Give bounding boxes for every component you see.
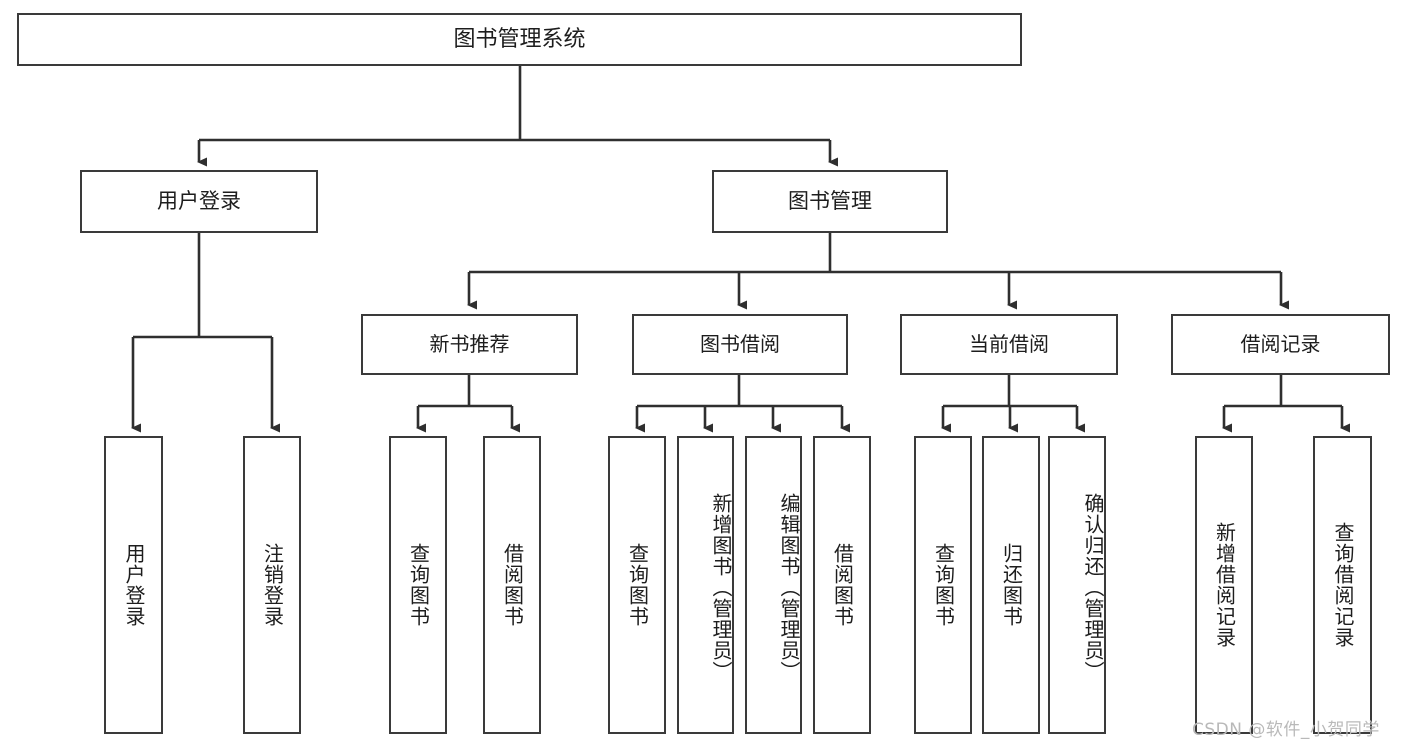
leaf-user-login-signout[interactable]: 注销登录 [243,436,301,734]
leaf-book-borrow-query[interactable]: 查询图书 [608,436,666,734]
node-book-management[interactable]: 图书管理 [712,170,948,233]
leaf-new-book-borrow[interactable]: 借阅图书 [483,436,541,734]
leaf-current-borrow-query[interactable]: 查询图书 [914,436,972,734]
leaf-label: 查询图书 [625,543,650,627]
leaf-current-borrow-return[interactable]: 归还图书 [982,436,1040,734]
node-borrow-record-label: 借阅记录 [1240,332,1321,356]
leaf-user-login-signin[interactable]: 用户登录 [104,436,163,734]
csdn-watermark: CSDN @软件_小贺同学 [1192,720,1380,740]
leaf-label: 用户登录 [122,543,146,627]
leaf-label: 新增图书（管理员） [709,492,733,682]
node-current-borrow[interactable]: 当前借阅 [900,314,1118,375]
node-user-login-label: 用户登录 [157,189,241,214]
node-book-borrow-label: 图书借阅 [700,332,780,356]
leaf-label: 新增借阅记录 [1212,522,1237,648]
leaf-label: 查询借阅记录 [1331,522,1355,648]
node-borrow-record[interactable]: 借阅记录 [1171,314,1390,375]
leaf-label: 归还图书 [999,543,1024,627]
leaf-label: 注销登录 [260,543,285,627]
leaf-new-book-query[interactable]: 查询图书 [389,436,447,734]
leaf-book-borrow-edit[interactable]: 编辑图书（管理员） [745,436,802,734]
leaf-borrow-record-query[interactable]: 查询借阅记录 [1313,436,1372,734]
node-current-borrow-label: 当前借阅 [969,332,1049,356]
node-new-book-recommend-label: 新书推荐 [429,332,510,356]
leaf-borrow-record-add[interactable]: 新增借阅记录 [1195,436,1253,734]
leaf-label: 查询图书 [931,543,956,627]
leaf-book-borrow-lend[interactable]: 借阅图书 [813,436,871,734]
node-new-book-recommend[interactable]: 新书推荐 [361,314,578,375]
node-book-borrow[interactable]: 图书借阅 [632,314,848,375]
leaf-label: 编辑图书（管理员） [777,492,801,682]
node-root-label: 图书管理系统 [453,26,586,52]
leaf-label: 查询图书 [406,543,431,627]
leaf-label: 借阅图书 [830,543,855,627]
leaf-label: 借阅图书 [500,543,525,627]
leaf-book-borrow-add[interactable]: 新增图书（管理员） [677,436,734,734]
leaf-current-borrow-confirm-return[interactable]: 确认归还（管理员） [1048,436,1106,734]
node-root[interactable]: 图书管理系统 [17,13,1022,66]
node-book-management-label: 图书管理 [788,189,872,214]
leaf-label: 确认归还（管理员） [1081,492,1105,682]
node-user-login[interactable]: 用户登录 [80,170,318,233]
